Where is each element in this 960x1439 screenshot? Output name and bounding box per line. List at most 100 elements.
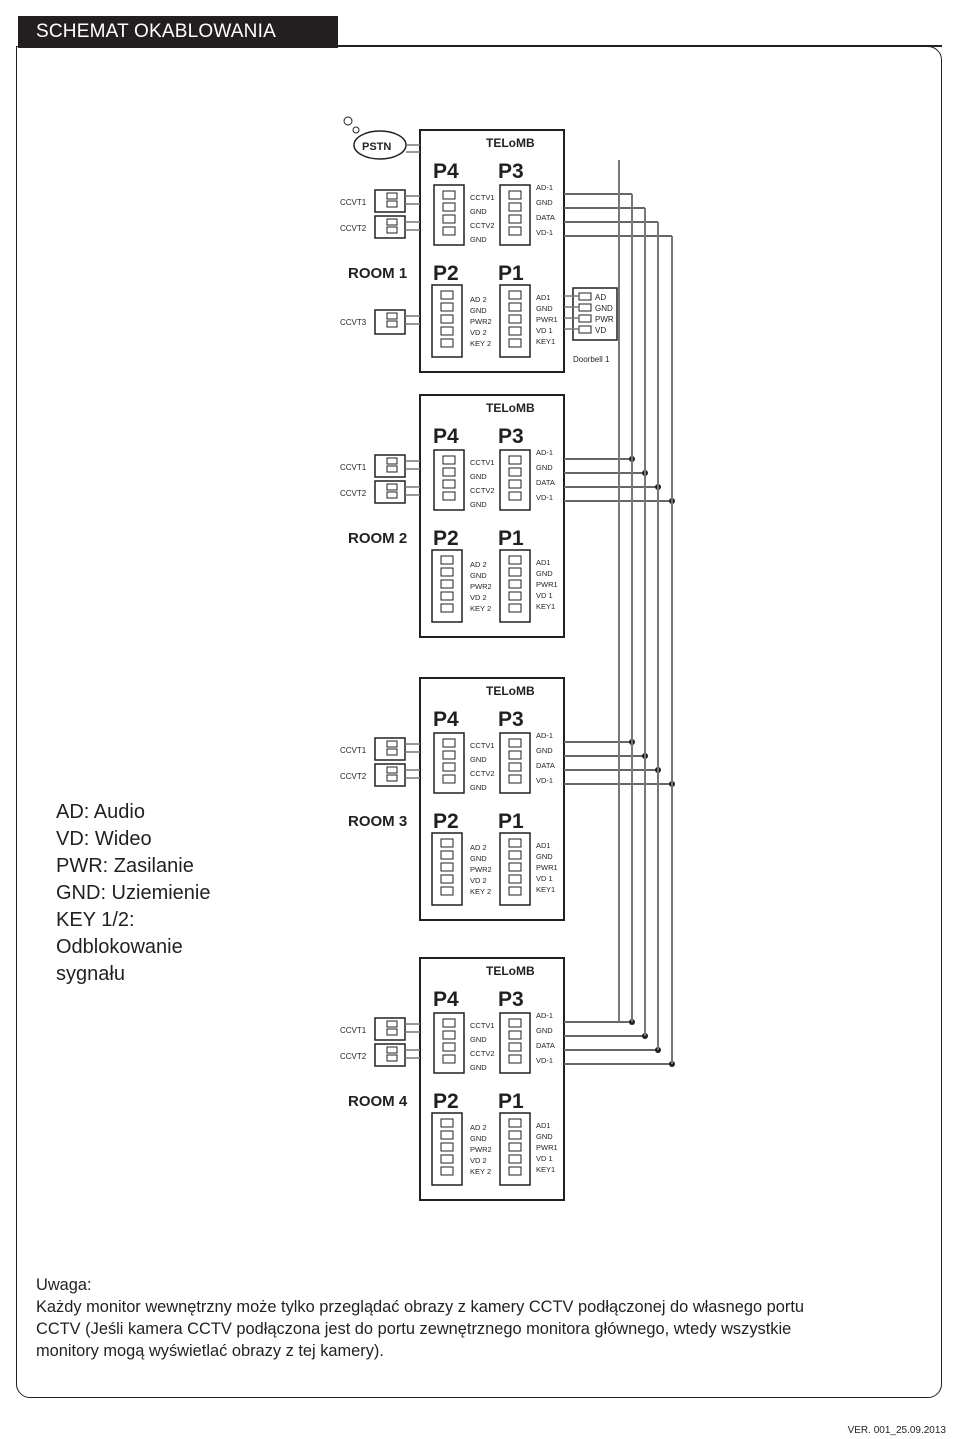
pin-label: PWR2 — [470, 865, 492, 874]
connector-pin — [442, 1042, 456, 1052]
pin-label: VD 2 — [470, 876, 487, 885]
connector-pin — [508, 850, 522, 860]
connector-pin — [386, 1046, 398, 1054]
pin-label: AD-1 — [536, 183, 553, 192]
pin-label: KEY 2 — [470, 339, 491, 348]
pin-label: KEY1 — [536, 885, 555, 894]
content-frame — [16, 46, 942, 1398]
connector-pin — [508, 1054, 522, 1064]
connector-pin — [442, 479, 456, 489]
legend-line: VD: Wideo — [56, 828, 152, 850]
connector-pin — [440, 850, 454, 860]
pin-label: AD 2 — [470, 560, 487, 569]
connector-pin — [508, 1042, 522, 1052]
connector-pin — [508, 1130, 522, 1140]
connector-pin — [508, 862, 522, 872]
pin-label: GND — [470, 207, 487, 216]
connector-pin — [508, 603, 522, 613]
pin-label: VD 2 — [470, 1156, 487, 1165]
connector-pin — [386, 218, 398, 226]
pin-label: GND — [536, 1026, 553, 1035]
connector-pin — [508, 591, 522, 601]
connector-pin — [442, 202, 456, 212]
connector-pin — [386, 740, 398, 748]
pin-label: GND — [536, 1132, 553, 1141]
pin-label: KEY 2 — [470, 604, 491, 613]
pin-label: VD 1 — [536, 591, 553, 600]
connector-pin — [508, 579, 522, 589]
connector-pin — [508, 874, 522, 884]
connector-pin — [508, 290, 522, 300]
pin-label: VD-1 — [536, 1056, 553, 1065]
pin-label: AD1 — [536, 1121, 551, 1130]
pin-label: PWR2 — [470, 317, 492, 326]
connector-pin — [508, 1142, 522, 1152]
pin-label: CCTV1 — [470, 1021, 495, 1030]
port-label-p1: P1 — [498, 262, 524, 285]
connector-pin — [508, 774, 522, 784]
connector-pin — [508, 750, 522, 760]
pin-label: KEY 2 — [470, 887, 491, 896]
pin-label: DATA — [536, 478, 555, 487]
connector-pin — [440, 591, 454, 601]
legend-line: sygnału — [56, 963, 125, 985]
pin-label: GND — [470, 1063, 487, 1072]
version-label: VER. 001_25.09.2013 — [847, 1425, 946, 1436]
connector-pin — [440, 314, 454, 324]
pin-label: AD-1 — [536, 731, 553, 740]
cctv-label: CCVT2 — [340, 489, 367, 498]
pin-label: GND — [470, 571, 487, 580]
pin-label: AD-1 — [536, 1011, 553, 1020]
port-label-p4: P4 — [433, 425, 459, 448]
port-label-p4: P4 — [433, 988, 459, 1011]
connector-pin — [508, 214, 522, 224]
connector-pin — [386, 457, 398, 465]
connector-pin — [386, 748, 398, 756]
connector-pin — [578, 325, 592, 334]
connector-pin — [440, 302, 454, 312]
connector-pin — [440, 555, 454, 565]
pin-label: CCTV1 — [470, 193, 495, 202]
connector-pin — [508, 202, 522, 212]
connector-pin — [442, 467, 456, 477]
pstn-label: PSTN — [362, 141, 391, 153]
cctv-label: CCVT1 — [340, 746, 367, 755]
connector-pin — [508, 326, 522, 336]
connector-pin — [578, 303, 592, 312]
connector-pin — [440, 838, 454, 848]
pin-label: AD 2 — [470, 295, 487, 304]
connector-pin — [508, 1030, 522, 1040]
room-label: ROOM 2 — [348, 530, 407, 547]
port-label-p4: P4 — [433, 708, 459, 731]
connector-pin — [386, 1020, 398, 1028]
pin-label: GND — [536, 569, 553, 578]
connector-pin — [440, 603, 454, 613]
legend-line: PWR: Zasilanie — [56, 855, 194, 877]
cloud-bubble — [343, 116, 353, 126]
pin-label: KEY1 — [536, 602, 555, 611]
room-label: ROOM 4 — [348, 1093, 408, 1110]
pin-label: PWR1 — [536, 863, 558, 872]
pin-label: AD1 — [536, 558, 551, 567]
connector-pin — [440, 1154, 454, 1164]
pin-label: PWR1 — [536, 1143, 558, 1152]
connector-pin — [440, 338, 454, 348]
pin-label: CCTV1 — [470, 741, 495, 750]
pin-label: VD 1 — [536, 874, 553, 883]
note: Uwaga: Każdy monitor wewnętrzny może tyl… — [36, 1274, 926, 1362]
cctv-label: CCVT2 — [340, 224, 367, 233]
connector-pin — [508, 1166, 522, 1176]
room-label: ROOM 1 — [348, 265, 407, 282]
pin-label: GND — [470, 783, 487, 792]
port-label-p1: P1 — [498, 810, 524, 833]
connector-pin — [508, 762, 522, 772]
cctv-label: CCVT2 — [340, 1052, 367, 1061]
pin-label: CCTV1 — [470, 458, 495, 467]
port-label-p3: P3 — [498, 425, 524, 448]
connector-pin — [386, 226, 398, 234]
brand-label: TELoMB — [486, 964, 535, 978]
doorbell-pin-label: VD — [595, 326, 606, 335]
connector-pin — [442, 190, 456, 200]
connector-pin — [578, 314, 592, 323]
